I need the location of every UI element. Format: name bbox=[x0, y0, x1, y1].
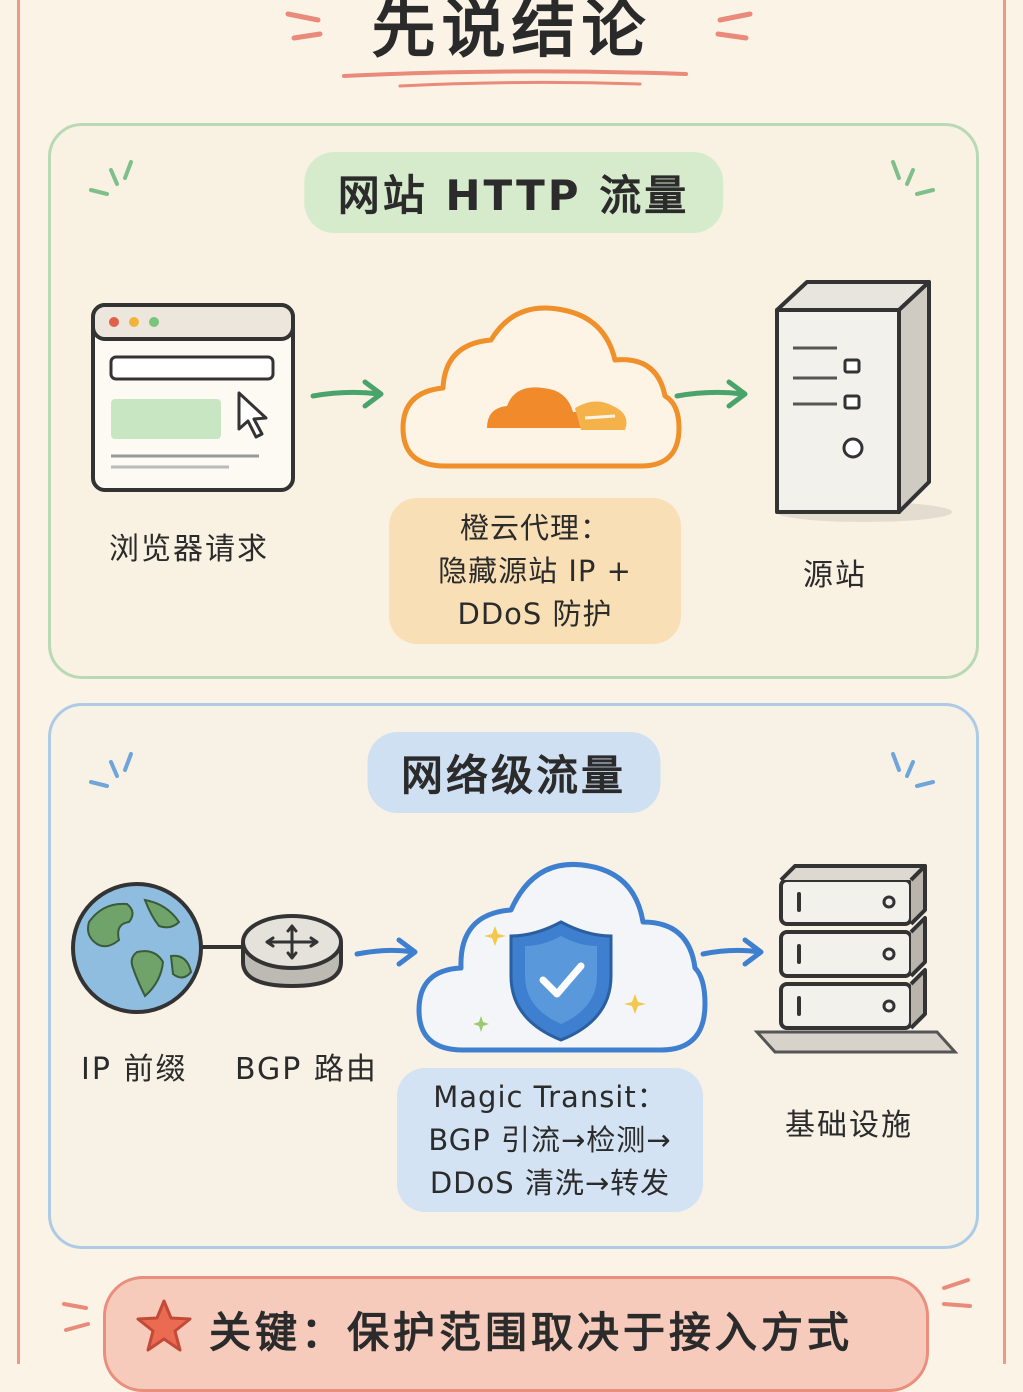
spark-icon bbox=[89, 752, 133, 788]
key-spark-left-icon bbox=[62, 1302, 90, 1332]
transit-info-line: DDoS 清洗→转发 bbox=[429, 1165, 671, 1200]
proxy-info-line: DDoS 防护 bbox=[457, 596, 613, 631]
browser-window-icon bbox=[91, 303, 295, 492]
star-icon bbox=[136, 1299, 192, 1352]
key-note-banner: 关键：保护范围取决于接入方式 bbox=[103, 1276, 929, 1392]
network-traffic-section: 网络级流量 IP 前缀 BGP 路由 bbox=[48, 703, 979, 1249]
browser-request-label: 浏览器请求 bbox=[109, 532, 269, 567]
title-spark-left-icon bbox=[285, 11, 323, 41]
transit-info-box: Magic Transit： BGP 引流→检测→ DDoS 清洗→转发 bbox=[397, 1068, 703, 1212]
key-note-text: 关键：保护范围取决于接入方式 bbox=[209, 1308, 854, 1357]
title-underline bbox=[342, 69, 688, 88]
spark-icon bbox=[89, 160, 133, 196]
proxy-info-box: 橙云代理： 隐藏源站 IP + DDoS 防护 bbox=[389, 498, 681, 644]
arrow-right-icon bbox=[354, 937, 418, 967]
blue-cloud-shield-icon bbox=[416, 861, 708, 1053]
origin-server-icon bbox=[775, 280, 952, 522]
server-rack-icon bbox=[753, 864, 959, 1054]
spark-icon bbox=[891, 752, 935, 788]
title-spark-right-icon bbox=[715, 11, 753, 41]
frame-line-left bbox=[17, 0, 20, 1364]
proxy-info-line: 橙云代理： bbox=[459, 510, 610, 545]
proxy-info-line: 隐藏源站 IP + bbox=[438, 553, 632, 588]
connector-line bbox=[201, 945, 247, 949]
transit-info-line: Magic Transit： bbox=[433, 1079, 667, 1114]
http-traffic-section: 网站 HTTP 流量 浏览器请求 bbox=[48, 123, 979, 679]
origin-label: 源站 bbox=[803, 558, 867, 593]
arrow-right-icon bbox=[700, 937, 764, 967]
frame-line-right bbox=[1003, 0, 1006, 1364]
transit-info-line: BGP 引流→检测→ bbox=[428, 1122, 672, 1157]
orange-cloud-icon bbox=[400, 305, 682, 469]
spark-icon bbox=[891, 160, 935, 196]
arrow-right-icon bbox=[674, 379, 748, 409]
router-icon bbox=[241, 914, 343, 989]
page-title: 先说结论 bbox=[371, 0, 652, 67]
http-section-heading: 网站 HTTP 流量 bbox=[303, 152, 724, 233]
globe-icon bbox=[71, 882, 203, 1014]
key-spark-right-icon bbox=[942, 1278, 972, 1308]
ip-prefix-label: IP 前缀 bbox=[81, 1052, 188, 1087]
arrow-right-icon bbox=[310, 379, 384, 409]
bgp-route-label: BGP 路由 bbox=[235, 1052, 378, 1087]
infrastructure-label: 基础设施 bbox=[785, 1108, 913, 1143]
network-section-heading: 网络级流量 bbox=[366, 732, 661, 813]
